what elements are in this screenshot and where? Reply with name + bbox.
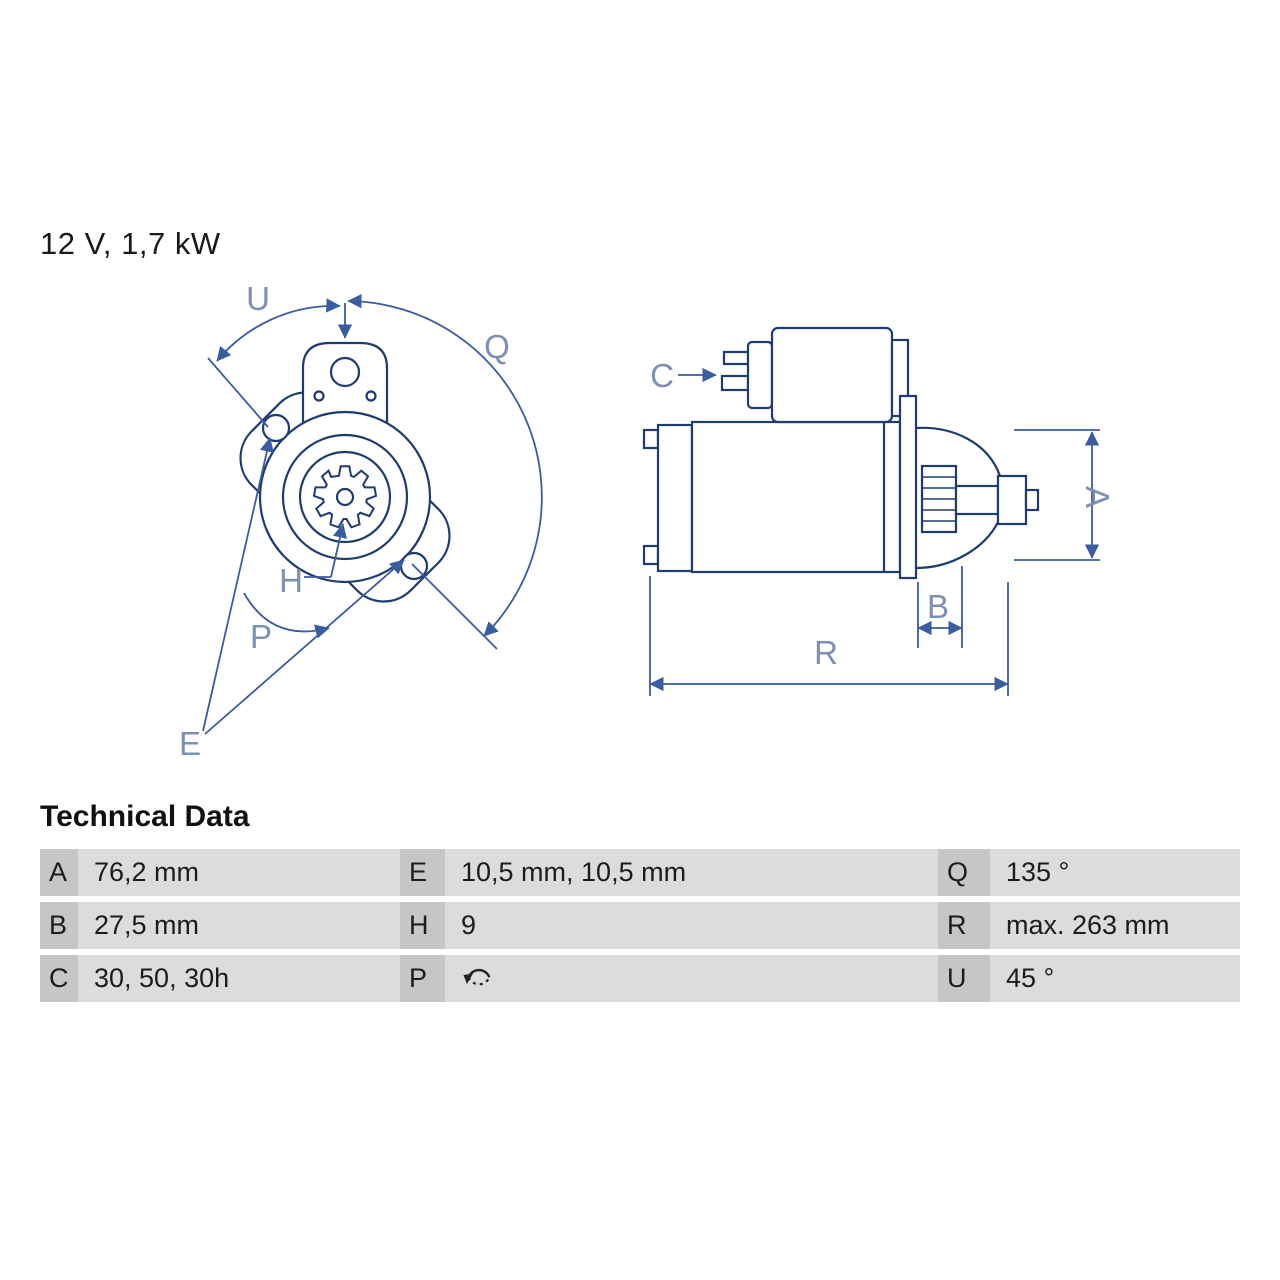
label-R: R (814, 634, 838, 671)
bracket-pin-hole (365, 390, 377, 402)
bracket-pin-hole (313, 390, 325, 402)
label-Q: Q (484, 328, 510, 365)
solenoid-body (770, 326, 894, 424)
label-H: H (279, 562, 303, 599)
commutator-end-cap (656, 423, 694, 573)
label-E: E (179, 725, 201, 762)
tech-key-P: P (400, 955, 445, 1002)
tech-key-H: H (400, 902, 445, 949)
dim-P-rotation-arc (243, 592, 330, 639)
tech-value-R: max. 263 mm (990, 902, 1240, 949)
tech-value-C: 30, 50, 30h (78, 955, 400, 1002)
pinion-shaft (954, 484, 1000, 516)
tech-value-B: 27,5 mm (78, 902, 400, 949)
tech-value-P (445, 955, 938, 1002)
terminal-stud (720, 374, 750, 392)
tech-value-E: 10,5 mm, 10,5 mm (445, 849, 938, 896)
tech-key-U: U (938, 955, 990, 1002)
tech-value-Q: 135 ° (990, 849, 1240, 896)
side-view (642, 326, 1040, 580)
end-cap-lug (642, 544, 660, 566)
motor-body (690, 420, 902, 574)
drive-housing-bottom (915, 521, 999, 570)
dim-U-slant-leg (207, 357, 269, 428)
drive-housing-top (915, 426, 1002, 477)
tech-key-A: A (40, 849, 78, 896)
tech-key-C: C (40, 955, 78, 1002)
tech-value-A: 76,2 mm (78, 849, 400, 896)
dim-E-leader-lower (204, 559, 405, 735)
mounting-hole-upper (261, 413, 291, 443)
dim-E-leader-upper (202, 437, 274, 732)
pinion-teeth (923, 476, 955, 522)
tech-key-B: B (40, 902, 78, 949)
dimension-labels: U Q H P E C A B R (179, 280, 1116, 762)
tech-value-U: 45 ° (990, 955, 1240, 1002)
terminal-stud (722, 350, 750, 366)
bracket-hole (329, 356, 361, 388)
dimension-lines (202, 293, 1100, 735)
tech-value-H: 9 (445, 902, 938, 949)
product-spec-title: 12 V, 1,7 kW (40, 226, 221, 261)
tech-key-Q: Q (938, 849, 990, 896)
technical-data-table: A 76,2 mm E 10,5 mm, 10,5 mm Q 135 ° B 2… (40, 849, 1240, 1002)
dim-U-arc (216, 298, 341, 362)
dim-Q-arc (347, 293, 543, 637)
dim-H-arrow (330, 523, 348, 578)
label-U: U (246, 280, 270, 317)
tech-key-E: E (400, 849, 445, 896)
drive-end-bracket (898, 394, 918, 580)
solenoid-cap (746, 340, 774, 410)
shaft-nose (996, 474, 1028, 526)
label-B: B (927, 588, 949, 625)
label-C: C (650, 357, 674, 394)
shaft-stud (1024, 488, 1040, 512)
technical-data-heading: Technical Data (40, 800, 250, 833)
end-cap-lug (642, 428, 660, 450)
label-P: P (250, 618, 272, 655)
dim-Q-leg (411, 563, 498, 650)
rotation-ccw-icon (463, 968, 491, 985)
label-A: A (1079, 486, 1116, 508)
tech-key-R: R (938, 902, 990, 949)
